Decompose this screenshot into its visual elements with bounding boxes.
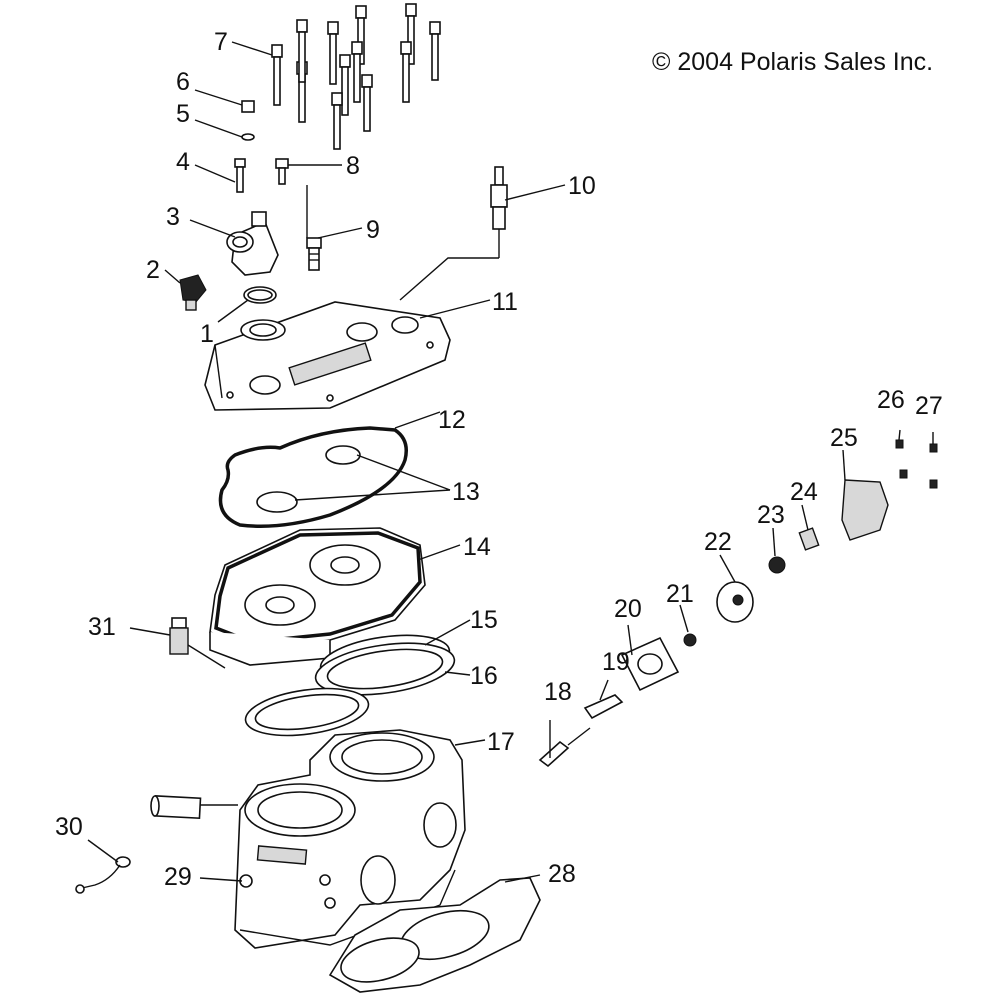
fitting-18 [538, 727, 591, 768]
gasket-16 [314, 642, 456, 696]
callout-13: 13 [452, 478, 480, 506]
washer-5 [241, 133, 255, 141]
screw-8 [275, 158, 289, 185]
callout-3: 3 [166, 203, 180, 231]
copyright-notice: © 2004 Polaris Sales Inc. [652, 48, 934, 76]
bearing-23 [768, 556, 786, 574]
callout-23: 23 [757, 501, 785, 529]
callout-7: 7 [214, 28, 228, 56]
cylinder-head-14 [209, 527, 426, 666]
callout-17: 17 [487, 728, 515, 756]
nut-6 [241, 100, 255, 113]
thermostat-2 [179, 274, 207, 311]
callout-16: 16 [470, 662, 498, 690]
callout-19: 19 [602, 648, 630, 676]
callout-1: 1 [200, 320, 214, 348]
callout-11: 11 [492, 288, 518, 316]
o-ring-1 [243, 286, 277, 304]
callout-20: 20 [614, 595, 642, 623]
screw-4 [234, 158, 246, 193]
callout-12: 12 [438, 406, 466, 434]
callout-25: 25 [830, 424, 858, 452]
elbow-3 [226, 211, 279, 276]
callout-8: 8 [346, 152, 360, 180]
gasket-12 [218, 426, 408, 528]
callout-31: 31 [88, 613, 116, 641]
callout-29: 29 [164, 863, 192, 891]
callout-2: 2 [146, 256, 160, 284]
head-cover-11 [204, 301, 451, 411]
screws-26-27 [895, 429, 938, 489]
callout-24: 24 [790, 478, 818, 506]
leader-lines [87, 41, 846, 883]
gasket-19 [583, 694, 624, 720]
callout-22: 22 [704, 528, 732, 556]
head-bolts [271, 3, 441, 150]
gasket-lower [244, 687, 370, 737]
callout-18: 18 [544, 678, 572, 706]
callout-5: 5 [176, 100, 190, 128]
spark-plug-10 [399, 166, 508, 301]
callout-4: 4 [176, 148, 190, 176]
cylinder-block-17 [234, 729, 466, 949]
cover-25 [841, 479, 889, 541]
spring-24 [798, 527, 820, 551]
fitting-31 [169, 617, 226, 669]
callout-10: 10 [568, 172, 596, 200]
callout-6: 6 [176, 68, 190, 96]
callout-9: 9 [366, 216, 380, 244]
sensor-9 [306, 185, 322, 271]
base-gasket-28 [328, 877, 541, 993]
callout-30: 30 [55, 813, 83, 841]
callout-28: 28 [548, 860, 576, 888]
callout-27: 27 [915, 392, 943, 420]
sensor-30 [75, 856, 131, 894]
callout-26: 26 [877, 386, 905, 414]
callout-15: 15 [470, 606, 498, 634]
callout-21: 21 [666, 580, 694, 608]
sleeve-plug [150, 795, 238, 820]
housing-20 [620, 636, 680, 692]
impeller-22 [716, 581, 754, 623]
seal-21 [683, 633, 697, 647]
callout-14: 14 [463, 533, 491, 561]
